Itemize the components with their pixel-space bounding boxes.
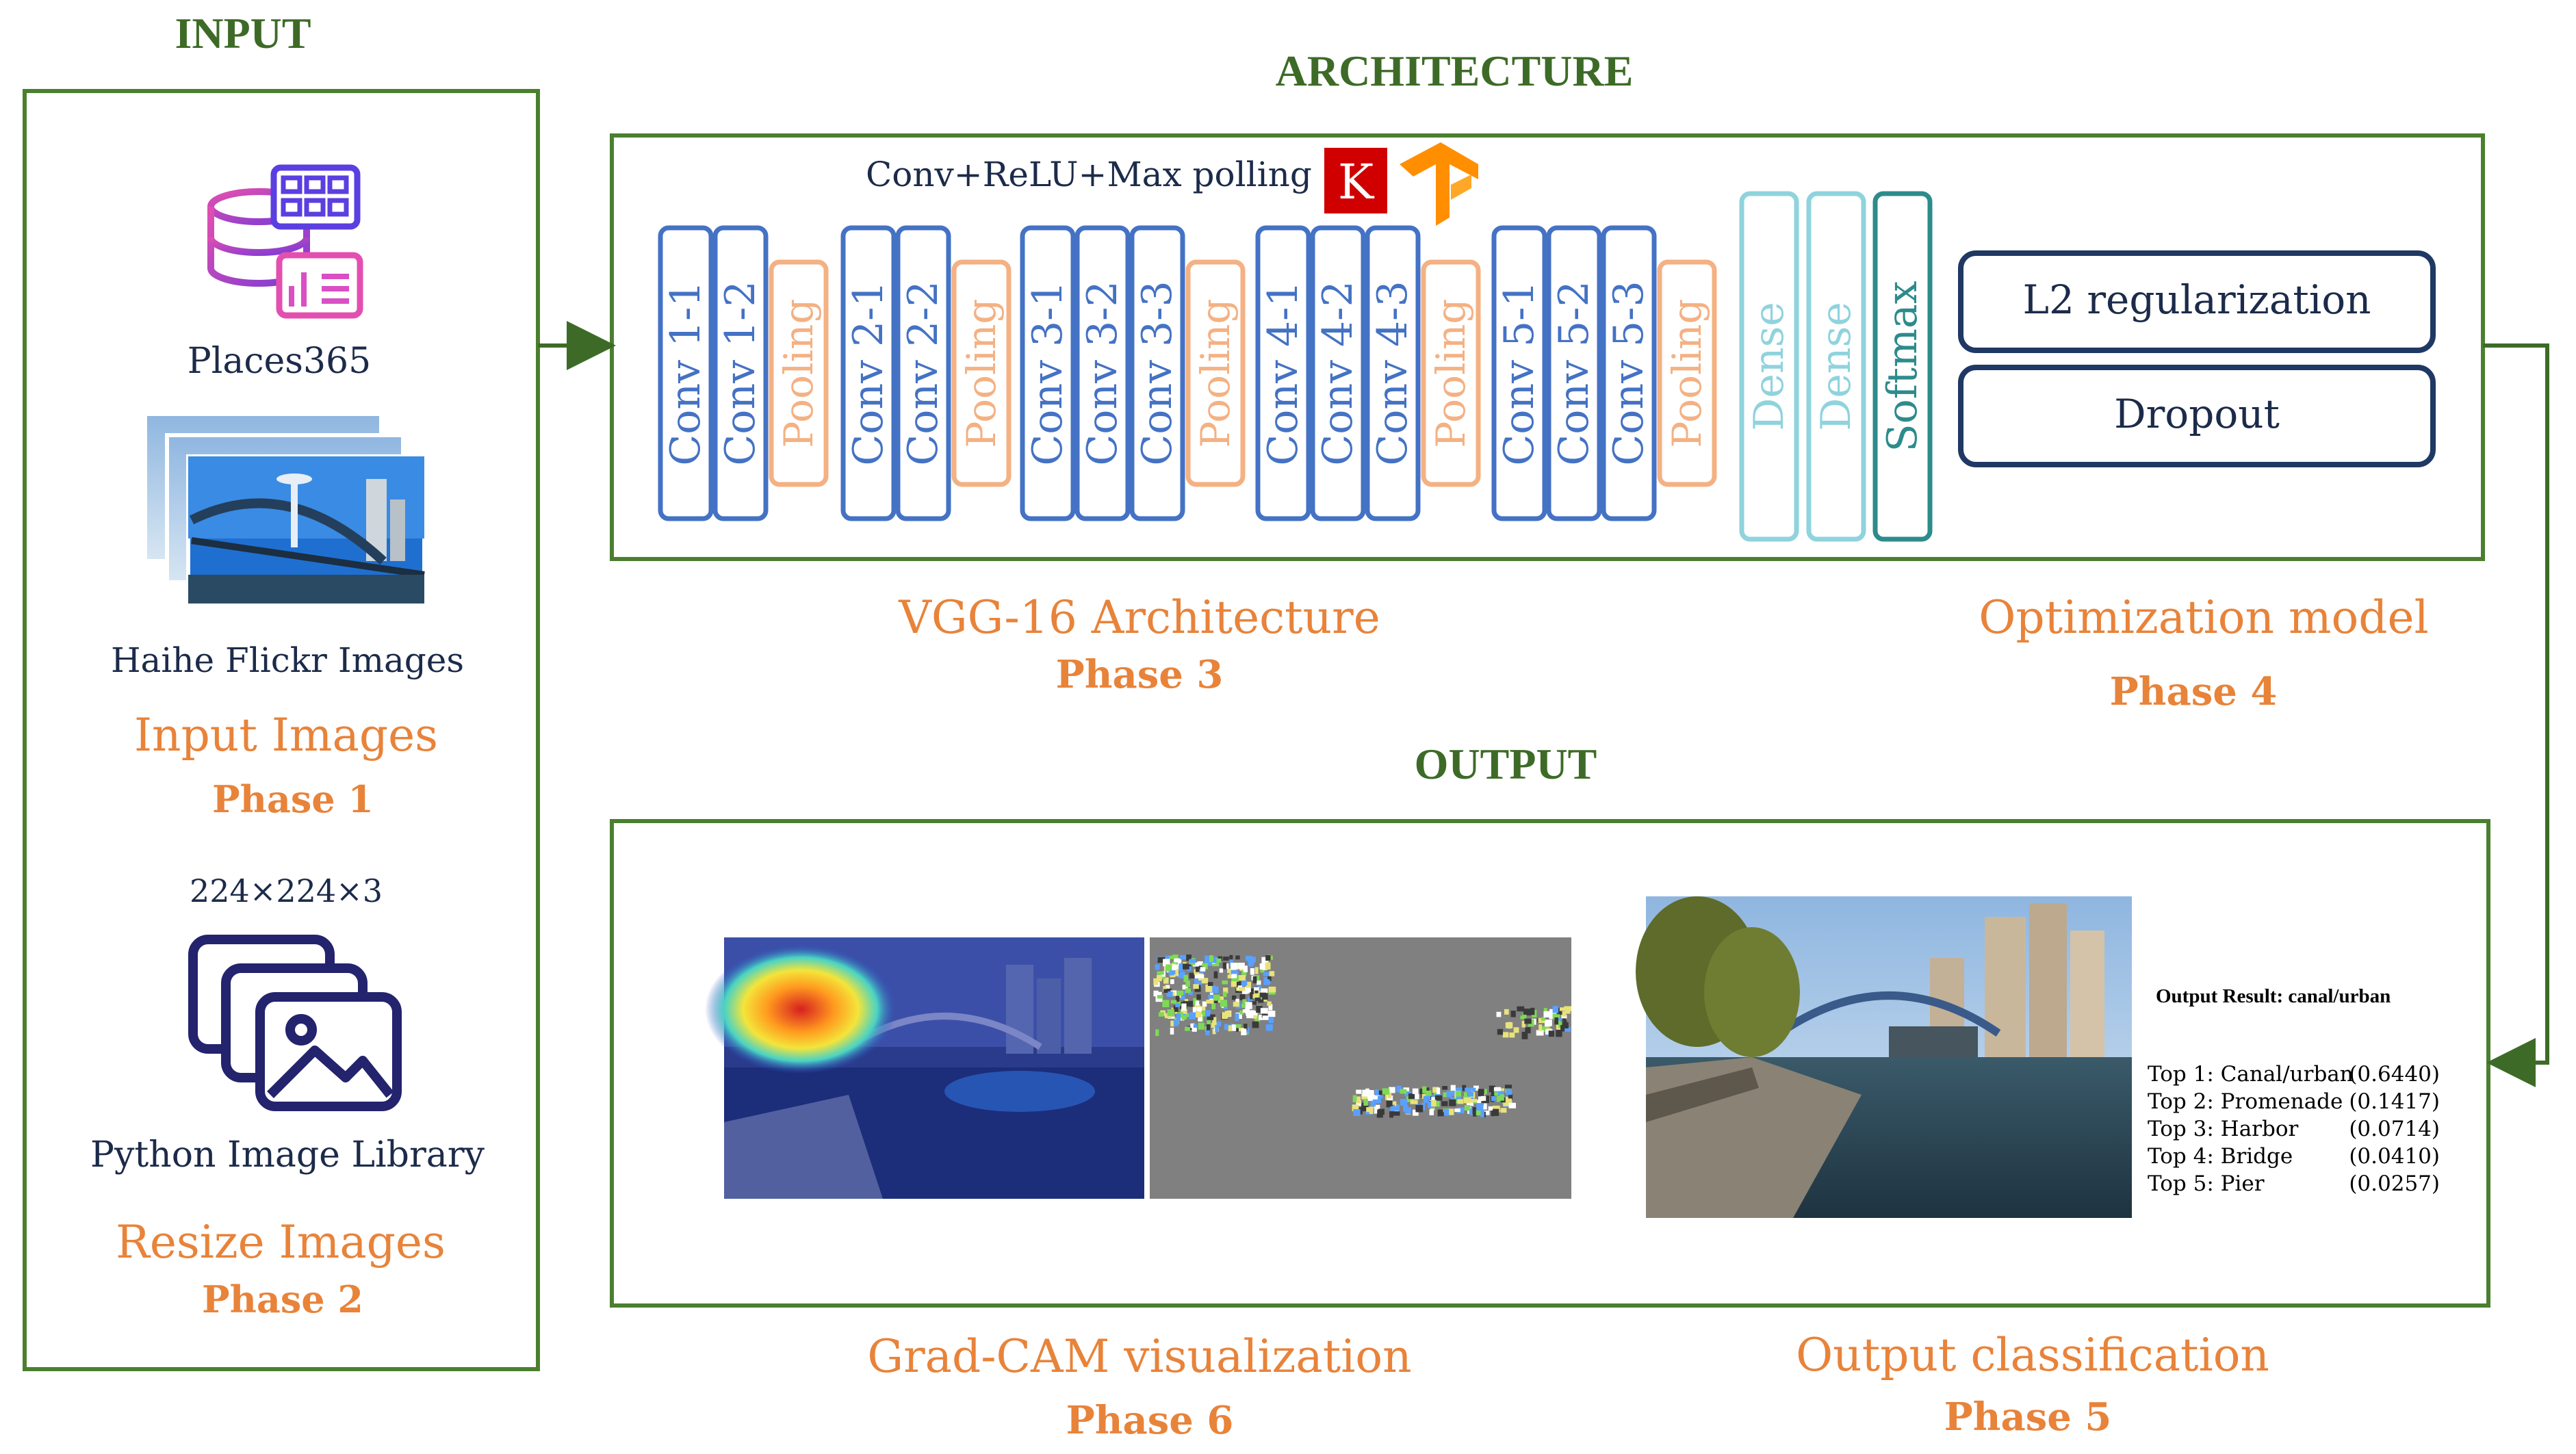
dense-layer-1: Dense	[1739, 191, 1799, 542]
tensorflow-logo	[1400, 142, 1478, 226]
conv-caption: Conv+ReLU+Max polling	[866, 155, 1312, 194]
result-label-5: Top 5: Pier	[2148, 1171, 2265, 1196]
svg-text:Pooling: Pooling	[1428, 298, 1474, 447]
conv-layer-3-2: Conv 3-2	[1074, 225, 1131, 521]
result-score-5: (0.0257)	[2349, 1171, 2440, 1196]
result-label-2: Top 2: Promenade	[2148, 1089, 2343, 1114]
phase6-label: Phase 6	[1066, 1398, 1234, 1443]
phase4-label: Phase 4	[2110, 669, 2278, 714]
pil-label: Python Image Library	[90, 1134, 485, 1176]
architecture-header: ARCHITECTURE	[1276, 47, 1634, 95]
image-gallery-icon	[188, 935, 402, 1111]
dropout-label: Dropout	[2114, 391, 2280, 437]
dropout-box	[1958, 365, 2436, 467]
result-score-1: (0.6440)	[2349, 1062, 2440, 1087]
svg-text:Conv 2-1: Conv 2-1	[845, 281, 892, 465]
places-label: Places365	[188, 341, 371, 382]
svg-text:Pooling: Pooling	[1664, 298, 1710, 447]
svg-text:Conv 5-2: Conv 5-2	[1550, 281, 1598, 465]
output-classification-label: Output classification	[1796, 1329, 2269, 1381]
pooling-layer-5: Pooling	[1657, 259, 1717, 487]
pooling-layer-3: Pooling	[1185, 259, 1246, 487]
architecture-to-output-arrow	[2483, 343, 2549, 1087]
input-header: INPUT	[175, 9, 311, 57]
svg-text:Conv 1-1: Conv 1-1	[662, 281, 710, 465]
pooling-layer-2: Pooling	[951, 259, 1012, 487]
result-label-1: Top 1: Canal/urban	[2148, 1062, 2354, 1087]
phase1-label: Phase 1	[212, 777, 374, 821]
svg-text:Pooling: Pooling	[1192, 298, 1239, 447]
input-images-label: Input Images	[134, 709, 438, 762]
conv-layer-4-2: Conv 4-2	[1310, 225, 1366, 521]
conv-layer-1-2: Conv 1-2	[712, 225, 769, 521]
input-frame	[23, 89, 540, 1371]
svg-text:Pooling: Pooling	[775, 298, 822, 447]
svg-text:Pooling: Pooling	[958, 298, 1005, 447]
result-score-4: (0.0410)	[2349, 1144, 2440, 1169]
result-list: Top 1: Canal/urban(0.6440)Top 2: Promena…	[2148, 1062, 2440, 1196]
svg-text:Conv 4-3: Conv 4-3	[1369, 281, 1417, 465]
conv-layer-5-3: Conv 5-3	[1601, 225, 1657, 521]
phase2-label: Phase 2	[202, 1277, 363, 1321]
conv-layer-2-1: Conv 2-1	[840, 225, 897, 521]
keras-logo: K	[1324, 148, 1387, 213]
svg-text:Dense: Dense	[1812, 302, 1860, 431]
gradcam-heatmap-image	[705, 937, 1144, 1199]
svg-text:Conv 1-2: Conv 1-2	[717, 281, 764, 465]
result-label-3: Top 3: Harbor	[2148, 1117, 2298, 1141]
database-icon	[207, 164, 363, 319]
dense-layer-2: Dense	[1806, 191, 1866, 542]
conv-layer-5-1: Conv 5-1	[1491, 225, 1547, 521]
output-result-title: Output Result: canal/urban	[2156, 985, 2391, 1007]
svg-text:K: K	[1338, 154, 1375, 210]
conv-layer-2-2: Conv 2-2	[895, 225, 951, 521]
output-header: OUTPUT	[1415, 740, 1597, 788]
pooling-layer-1: Pooling	[769, 259, 829, 487]
svg-text:Conv 2-2: Conv 2-2	[899, 281, 947, 465]
optimization-model-label: Optimization model	[1979, 591, 2428, 644]
svg-text:Conv 3-3: Conv 3-3	[1133, 281, 1181, 465]
result-score-3: (0.0714)	[2349, 1117, 2440, 1141]
svg-text:Softmax: Softmax	[1879, 281, 1927, 452]
conv-layer-1-1: Conv 1-1	[658, 225, 714, 521]
phase3-label: Phase 3	[1056, 652, 1224, 697]
phase5-label: Phase 5	[1944, 1394, 2112, 1440]
svg-text:Conv 4-1: Conv 4-1	[1259, 281, 1307, 465]
resize-images-label: Resize Images	[116, 1216, 446, 1269]
image-size-label: 224×224×3	[190, 872, 383, 909]
l2-regularization-box	[1958, 250, 2436, 353]
flickr-label: Haihe Flickr Images	[111, 640, 464, 680]
l2-regularization-label: L2 regularization	[2022, 276, 2371, 323]
svg-text:Conv 3-2: Conv 3-2	[1079, 281, 1126, 465]
conv-layer-4-3: Conv 4-3	[1365, 225, 1421, 521]
gradcam-label: Grad-CAM visualization	[867, 1330, 1411, 1383]
conv-layer-3-1: Conv 3-1	[1020, 225, 1076, 521]
conv-layer-4-1: Conv 4-1	[1255, 225, 1311, 521]
softmax-layer: Softmax	[1872, 191, 1933, 542]
result-label-4: Top 4: Bridge	[2148, 1144, 2293, 1169]
pooling-layer-4: Pooling	[1421, 259, 1481, 487]
result-score-2: (0.1417)	[2349, 1089, 2440, 1114]
svg-text:Dense: Dense	[1745, 302, 1793, 431]
conv-layer-3-3: Conv 3-3	[1129, 225, 1185, 521]
flickr-photos-thumbnail	[143, 412, 426, 606]
conv-layer-5-2: Conv 5-2	[1546, 225, 1602, 521]
svg-text:Conv 5-3: Conv 5-3	[1605, 281, 1653, 465]
vgg-architecture-label: VGG-16 Architecture	[898, 591, 1380, 644]
svg-text:Conv 3-1: Conv 3-1	[1024, 281, 1072, 465]
guided-backprop-image	[1150, 937, 1572, 1199]
svg-text:Conv 4-2: Conv 4-2	[1314, 281, 1362, 465]
svg-text:Conv 5-1: Conv 5-1	[1495, 281, 1543, 465]
canal-photo	[1636, 896, 2132, 1218]
